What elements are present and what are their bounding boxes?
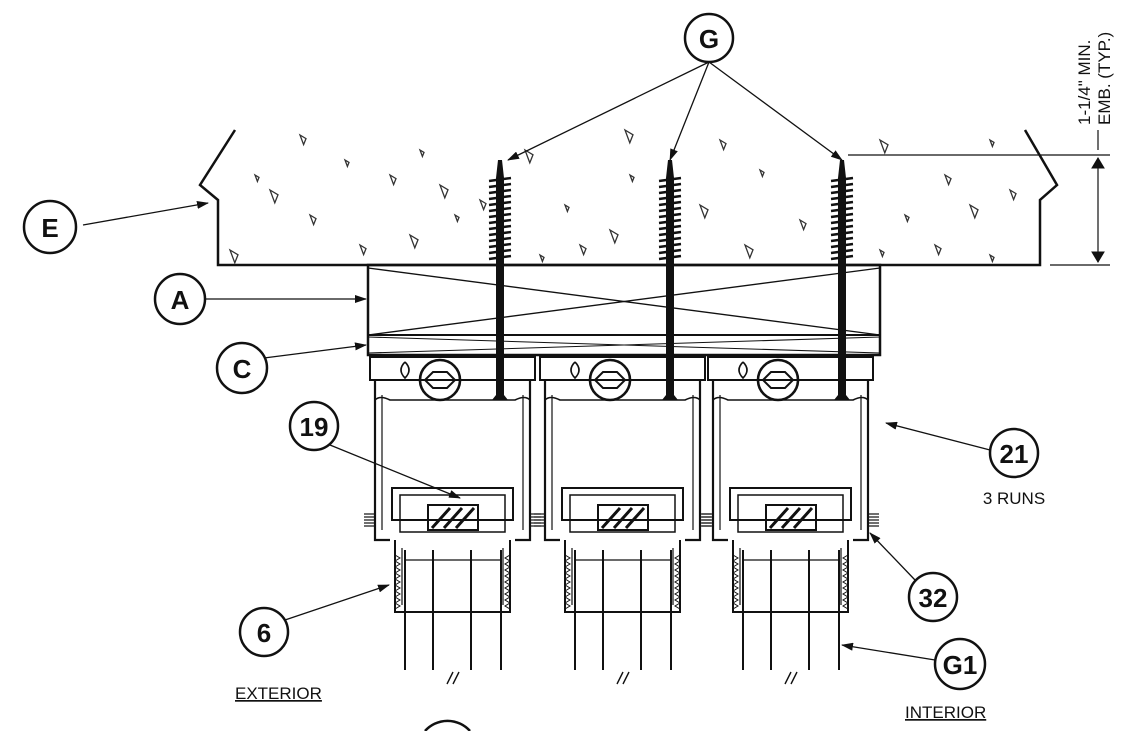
callout-a: A: [153, 272, 207, 326]
aggregate-mark: [628, 173, 635, 184]
aggregate-mark: [453, 213, 460, 224]
glass-panes: [404, 550, 840, 685]
screw: [830, 160, 854, 400]
aggregate-mark: [718, 138, 727, 152]
runs-note: 3 RUNS: [983, 489, 1045, 508]
dimension-text-2: EMB. (TYP.): [1095, 32, 1114, 125]
aggregate-mark: [308, 213, 317, 227]
aggregate-mark: [1008, 188, 1017, 202]
svg-text:E: E: [41, 213, 58, 243]
svg-text:C: C: [233, 354, 252, 384]
shim-block: [366, 263, 882, 357]
frame-run: [364, 356, 541, 613]
exterior-label: EXTERIOR: [235, 684, 322, 703]
aggregate-mark: [478, 198, 487, 212]
aggregate-mark: [268, 188, 279, 205]
aggregate-mark: [358, 243, 367, 257]
aggregate-mark: [878, 138, 889, 155]
concrete-slab: [198, 128, 1059, 267]
frame-run: [702, 356, 879, 613]
concrete-aggregate: [228, 128, 1017, 265]
svg-text:G: G: [699, 24, 719, 54]
aggregate-mark: [343, 158, 350, 169]
glass-pane: [742, 550, 840, 685]
svg-text:A: A: [171, 285, 190, 315]
aggregate-mark: [438, 183, 449, 200]
callout-19: 19: [288, 400, 340, 452]
aggregate-mark: [878, 248, 885, 259]
aggregate-mark: [988, 253, 995, 264]
aggregate-mark: [943, 173, 952, 187]
callout-e: E: [22, 199, 78, 255]
screw: [658, 160, 682, 400]
aggregate-mark: [988, 138, 995, 149]
aggregate-mark: [698, 203, 709, 220]
aggregate-mark: [563, 203, 570, 214]
svg-text:21: 21: [1000, 439, 1029, 469]
aggregate-mark: [298, 133, 307, 147]
callout-32: 32: [907, 571, 959, 623]
aggregate-mark: [798, 218, 807, 232]
aggregate-mark: [253, 173, 260, 184]
aggregate-mark: [933, 243, 942, 257]
callout-c: C: [215, 341, 269, 395]
aggregate-mark: [578, 243, 587, 257]
aggregate-mark: [903, 213, 910, 224]
screw: [488, 160, 512, 400]
aggregate-mark: [388, 173, 397, 187]
glass-pane: [404, 550, 502, 685]
dimension-text-1: 1-1/4" MIN.: [1075, 40, 1094, 125]
svg-text:32: 32: [919, 583, 948, 613]
svg-text:6: 6: [257, 618, 271, 648]
svg-text:19: 19: [300, 412, 329, 442]
glass-pane: [574, 550, 672, 685]
frame-extrusions: [364, 356, 879, 613]
svg-text:G1: G1: [943, 650, 978, 680]
frame-run: [534, 356, 711, 613]
embedment-dimension: [848, 130, 1110, 266]
aggregate-mark: [228, 248, 239, 265]
aggregate-mark: [608, 228, 619, 245]
aggregate-mark: [418, 148, 425, 159]
cropped-callout: [424, 719, 471, 732]
aggregate-mark: [623, 128, 634, 145]
interior-label: INTERIOR: [905, 703, 986, 722]
callout-g: G: [683, 12, 735, 64]
aggregate-mark: [408, 233, 419, 250]
aggregate-mark: [523, 148, 534, 165]
callout-6: 6: [238, 606, 290, 658]
aggregate-mark: [968, 203, 979, 220]
callout-21: 21: [988, 427, 1040, 479]
callout-g1: G1: [933, 637, 987, 691]
aggregate-mark: [758, 168, 765, 179]
leader-lines: [82, 61, 991, 661]
anchor-screws: [488, 160, 854, 400]
aggregate-mark: [538, 253, 545, 264]
aggregate-mark: [743, 243, 754, 260]
